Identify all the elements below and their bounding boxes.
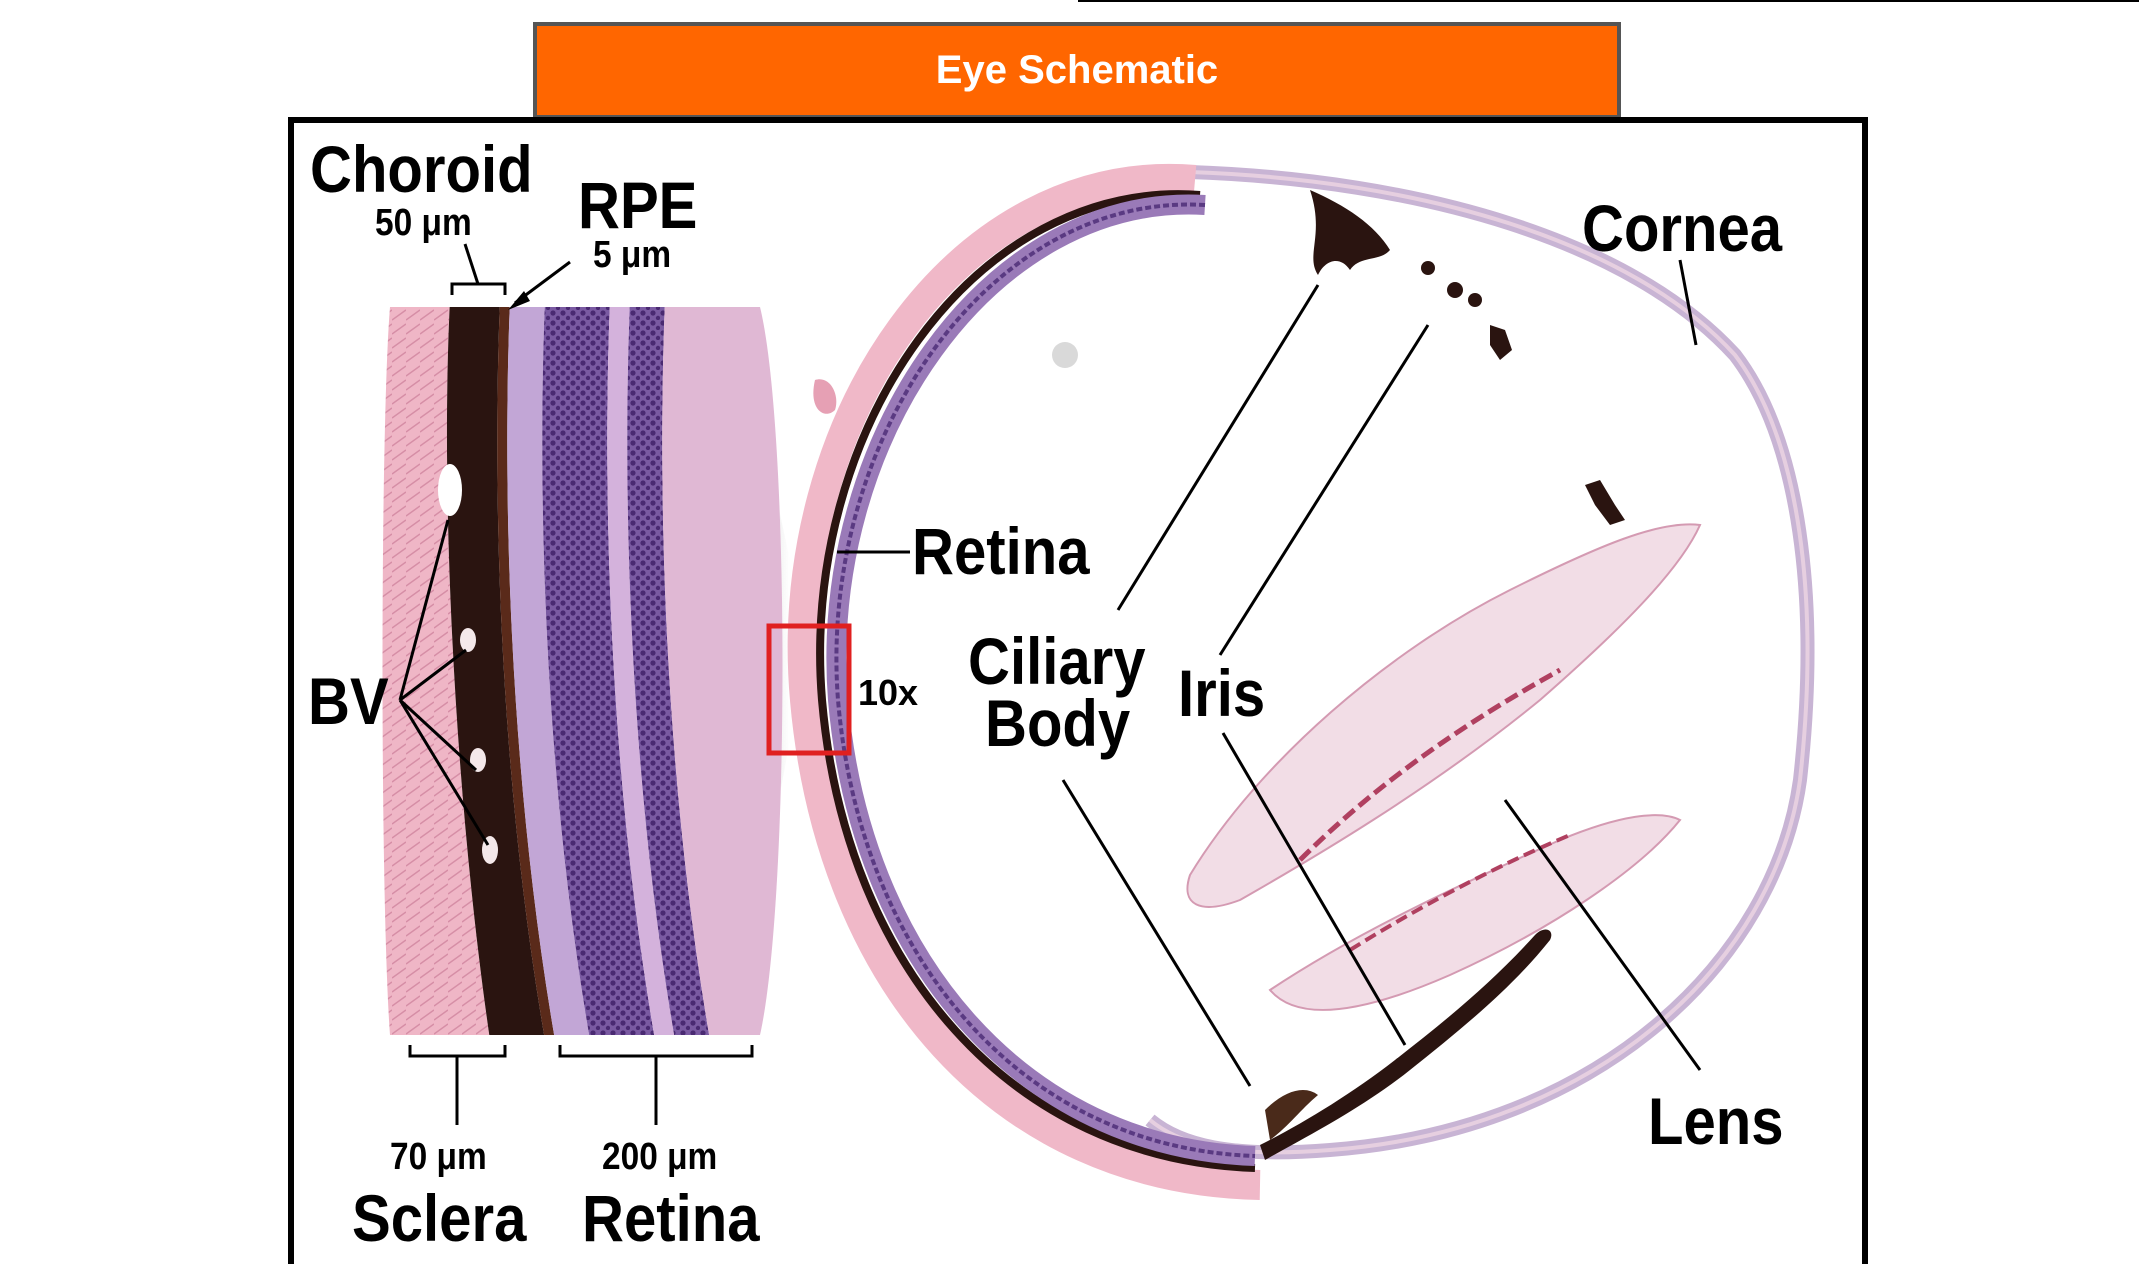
iris-label: Iris xyxy=(1178,660,1265,726)
eye-section xyxy=(803,172,1808,1185)
sclera-label: Sclera xyxy=(352,1185,526,1251)
retina-label: Retina xyxy=(912,518,1090,584)
ciliary-body-label-line1: Ciliary xyxy=(968,628,1146,694)
cornea-label: Cornea xyxy=(1582,195,1782,261)
bv-label: BV xyxy=(308,668,389,734)
choroid-width-label: 50 μm xyxy=(375,204,472,242)
magnification-label: 10x xyxy=(858,675,918,711)
retina-inset xyxy=(380,300,800,1040)
inset-retina-label: Retina xyxy=(582,1185,760,1251)
rpe-width-label: 5 μm xyxy=(593,236,671,274)
rpe-arrow xyxy=(508,262,570,310)
rpe-label: RPE xyxy=(578,172,697,238)
ciliary-body-label-line2: Body xyxy=(985,690,1130,756)
lens-label: Lens xyxy=(1648,1088,1784,1154)
choroid-label: Choroid xyxy=(310,136,533,202)
sclera-width-label: 70 μm xyxy=(390,1138,487,1176)
retina-width-label: 200 μm xyxy=(602,1138,717,1176)
